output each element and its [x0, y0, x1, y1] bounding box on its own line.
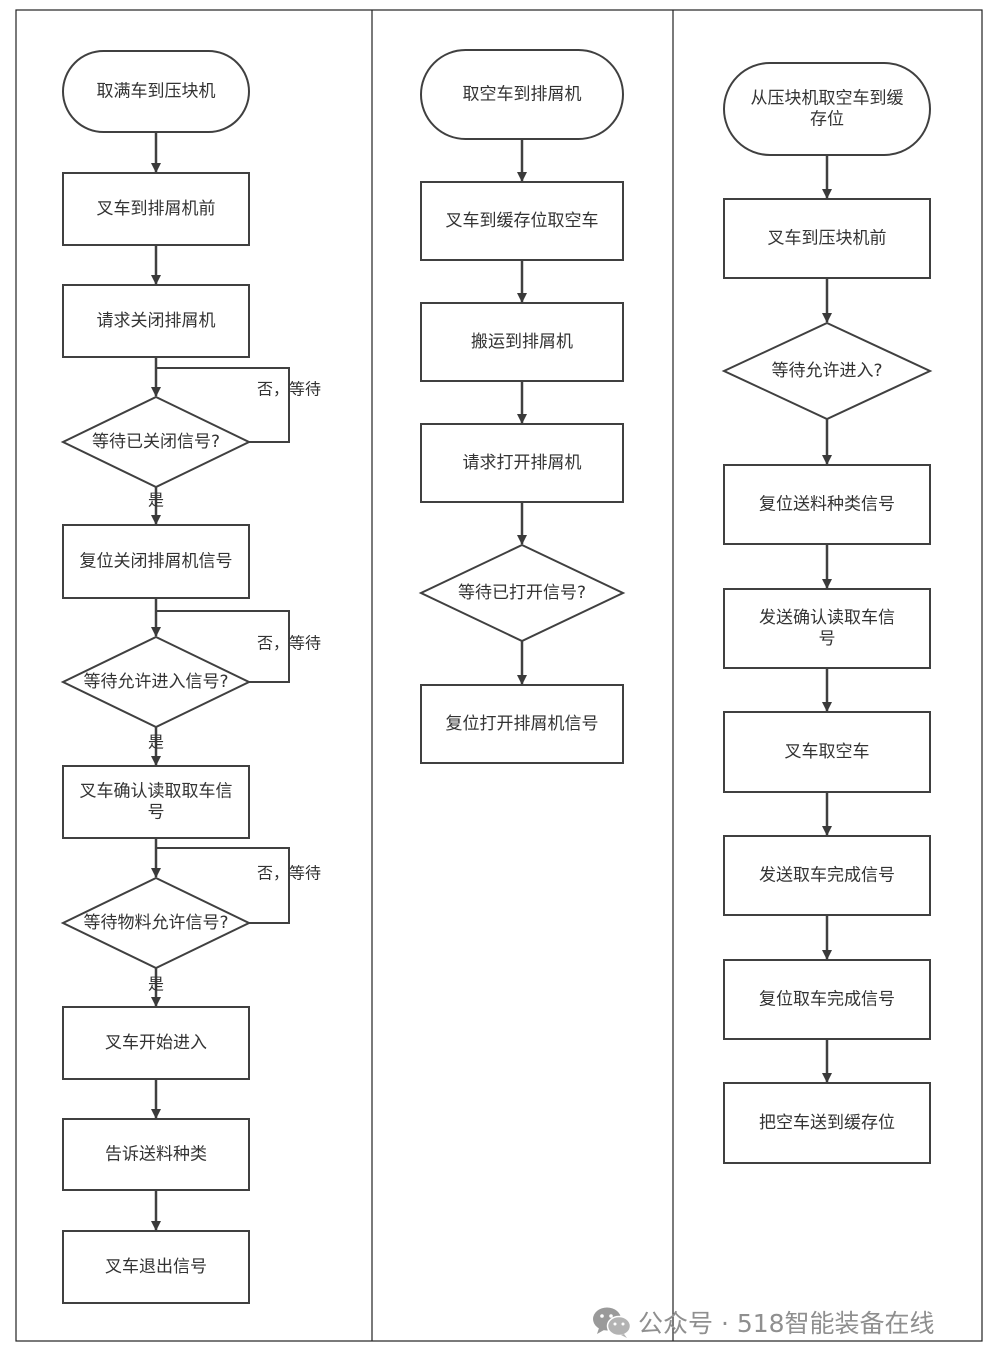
- col1-no-label-2: 否，等待: [257, 634, 321, 653]
- col2-step-1: [420, 181, 624, 261]
- col1-no-label-1: 否，等待: [257, 380, 321, 399]
- col2-step-4: [420, 684, 624, 764]
- col1-no-label-3: 否，等待: [257, 864, 321, 883]
- col1-loop-3: [156, 847, 290, 924]
- col1-step-5: [62, 1006, 250, 1080]
- col1-step-7: [62, 1230, 250, 1304]
- col3-step-3: [723, 588, 931, 669]
- col1-step-1: [62, 172, 250, 246]
- col3-step-5-label: 发送取车完成信号: [759, 866, 895, 886]
- watermark-text: 公众号 · 518智能装备在线: [638, 1309, 935, 1338]
- col2-start-terminal-label: 取空车到排屑机: [463, 85, 582, 105]
- col2-step-1-label: 叉车到缓存位取空车: [446, 211, 599, 231]
- col1-loop-2: [156, 610, 290, 683]
- col3-start-terminal-label-line-1: 从压块机取空车到缓: [751, 89, 904, 109]
- col3-step-4: [723, 711, 931, 793]
- col3-step-1: [723, 198, 931, 279]
- col1-step-6-label: 告诉送料种类: [105, 1145, 207, 1165]
- col3-step-7-label: 把空车送到缓存位: [759, 1113, 895, 1133]
- col2-decision-1-label: 等待已打开信号?: [458, 583, 586, 603]
- col1-step-1-label: 叉车到排屑机前: [97, 199, 216, 219]
- col3-step-3-label-line-1: 发送确认读取车信: [759, 608, 895, 628]
- col1-yes-label-1: 是: [148, 491, 164, 510]
- col2-step-2-label: 搬运到排屑机: [471, 332, 573, 352]
- col1-start-terminal-label: 取满车到压块机: [97, 82, 216, 102]
- col1-loop-1: [156, 367, 290, 443]
- col3-decision-1-label: 等待允许进入?: [771, 361, 882, 381]
- col1-step-2: [62, 284, 250, 358]
- col3-step-6: [723, 959, 931, 1040]
- col3-step-1-label: 叉车到压块机前: [768, 229, 887, 249]
- watermark: 公众号 · 518智能装备在线: [592, 1302, 935, 1342]
- col1-step-5-label: 叉车开始进入: [105, 1033, 207, 1053]
- col2-step-4-label: 复位打开排屑机信号: [446, 714, 599, 734]
- col3-step-2: [723, 464, 931, 545]
- col3-step-2-label: 复位送料种类信号: [759, 495, 895, 515]
- col1-step-3-label: 复位关闭排屑机信号: [80, 552, 233, 572]
- table-frame: [15, 9, 983, 1342]
- col2-step-3-label: 请求打开排屑机: [463, 453, 582, 473]
- col3-step-7: [723, 1082, 931, 1164]
- col3-start-terminal-label-line-2: 存位: [810, 110, 844, 130]
- col2-step-3: [420, 423, 624, 503]
- col3-step-4-label: 叉车取空车: [785, 742, 870, 762]
- col1-step-6: [62, 1118, 250, 1191]
- col1-step-2-label: 请求关闭排屑机: [97, 311, 216, 331]
- col3-step-3-label-line-2: 号: [819, 629, 836, 649]
- col1-step-4-label-line-2: 号: [148, 803, 165, 823]
- col3-step-6-label: 复位取车完成信号: [759, 990, 895, 1010]
- col1-yes-label-3: 是: [148, 975, 164, 994]
- col1-decision-3-label: 等待物料允许信号?: [83, 913, 228, 933]
- col1-decision-1-label: 等待已关闭信号?: [92, 432, 220, 452]
- col1-decision-2-label: 等待允许进入信号?: [83, 672, 228, 692]
- col1-yes-label-2: 是: [148, 733, 164, 752]
- col1-step-7-label: 叉车退出信号: [105, 1257, 207, 1277]
- wechat-icon: [593, 1307, 632, 1338]
- col1-step-4-label-line-1: 叉车确认读取取车信: [80, 782, 233, 802]
